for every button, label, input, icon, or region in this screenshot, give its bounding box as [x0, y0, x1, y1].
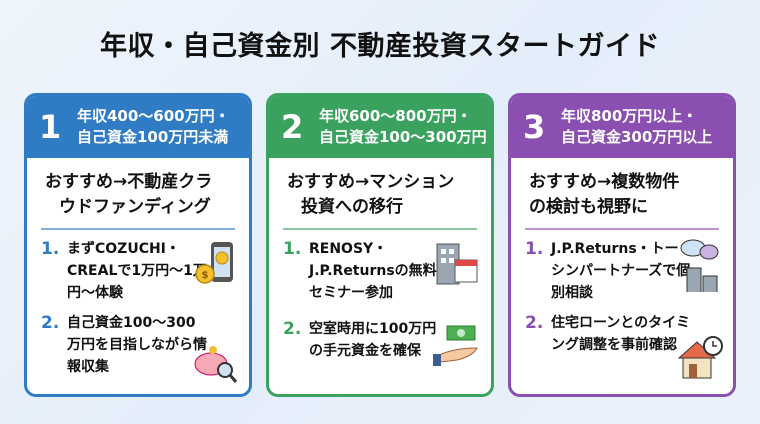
tier-number: 2 — [281, 108, 304, 146]
card-tier-1: 1 年収400〜600万円・自己資金100万円未満 おすすめ→不動産クラウドファ… — [24, 93, 252, 397]
divider — [41, 228, 235, 230]
recommendation: おすすめ→不動産クラウドファンディング — [45, 172, 213, 217]
building-calendar-icon — [436, 243, 478, 285]
card-header: 1 年収400〜600万円・自己資金100万円未満 — [27, 96, 249, 158]
card-tier-2: 2 年収600〜800万円・自己資金100〜300万円 おすすめ→マンション投資… — [266, 93, 494, 397]
list-item: 1. J.P.Returns・トーシンパートナーズで個別相談 — [525, 238, 723, 304]
divider — [525, 228, 719, 230]
chat-buildings-icon — [680, 239, 719, 292]
recommendation: おすすめ→複数物件の検討も視野に — [529, 172, 680, 217]
tier-number: 1 — [39, 108, 62, 146]
page-title: 年収・自己資金別 不動産投資スタートガイド — [100, 31, 660, 62]
recommendation: おすすめ→マンション投資への移行 — [287, 172, 455, 217]
tier-condition: 年収800万円以上・自己資金300万円以上 — [561, 107, 713, 146]
card-header: 3 年収800万円以上・自己資金300万円以上 — [511, 96, 733, 158]
list-item: 2. 空室時用に100万円の手元資金を確保 — [283, 318, 481, 378]
cash-hand-icon — [433, 325, 478, 366]
tier-number: 3 — [523, 108, 546, 146]
tier-condition: 年収600〜800万円・自己資金100〜300万円 — [319, 107, 487, 146]
list-item: 1. RENOSY・J.P.Returnsの無料セミナー参加 — [283, 238, 481, 304]
card-header: 2 年収600〜800万円・自己資金100〜300万円 — [269, 96, 491, 158]
list-item: 2. 住宅ローンとのタイミング調整を事前確認 — [525, 312, 723, 379]
house-clock-icon — [677, 336, 723, 379]
list-item: 2. 自己資金100〜300万円を目指しながら情報収集 — [41, 312, 239, 383]
piggy-bank-search-icon — [194, 346, 238, 383]
svg-text:$: $ — [202, 270, 209, 281]
list-item: 1. まずCOZUCHI・CREALで1万円〜1万円〜体験 $ — [41, 238, 239, 304]
divider — [283, 228, 477, 230]
card-tier-3: 3 年収800万円以上・自己資金300万円以上 おすすめ→複数物件の検討も視野に… — [508, 93, 736, 397]
smartphone-coin-icon: $ — [195, 242, 233, 284]
tier-condition: 年収400〜600万円・自己資金100万円未満 — [77, 107, 230, 146]
